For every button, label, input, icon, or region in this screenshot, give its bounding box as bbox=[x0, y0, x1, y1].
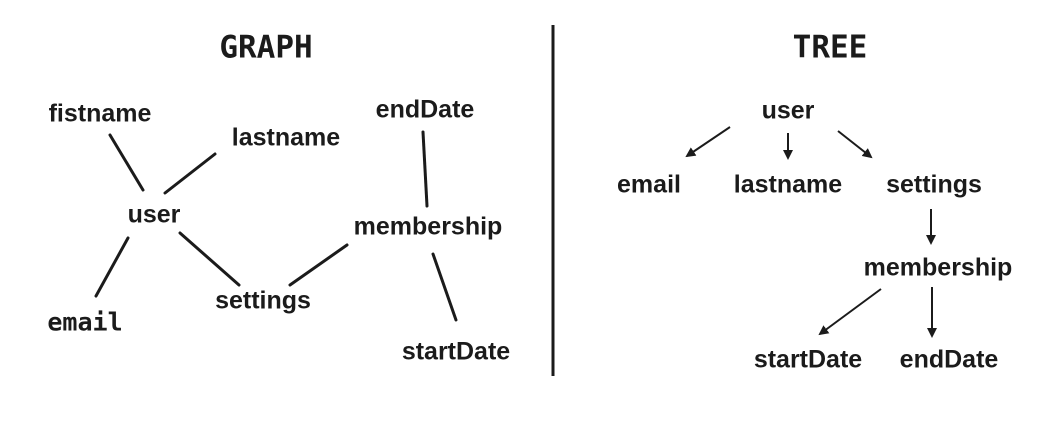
graph-edge-endDate-membership bbox=[421, 130, 429, 208]
graph-edge-user-settings bbox=[178, 231, 241, 287]
tree-node-settings: settings bbox=[886, 170, 982, 199]
tree-edge-membership-startDate bbox=[818, 288, 882, 336]
tree-edge-user-settings bbox=[837, 130, 873, 159]
tree-heading: TREE bbox=[792, 29, 868, 66]
graph-node-startDate: startDate bbox=[401, 337, 511, 366]
tree-edge-user-email bbox=[685, 126, 731, 158]
tree-node-user: user bbox=[761, 96, 815, 125]
tree-node-startDate: startDate bbox=[753, 345, 863, 374]
tree-node-endDate: endDate bbox=[899, 345, 999, 374]
graph-node-user: user bbox=[127, 200, 181, 229]
tree-node-membership: membership bbox=[863, 253, 1013, 282]
graph-edge-lastname-user bbox=[163, 152, 217, 195]
graph-edge-membership-startDate bbox=[431, 252, 458, 322]
tree-node-email: email bbox=[617, 170, 681, 199]
graph-edge-fistname-user bbox=[108, 133, 145, 192]
graph-edge-settings-membership bbox=[288, 243, 349, 287]
graph-edge-user-email bbox=[94, 236, 130, 298]
graph-node-lastname: lastname bbox=[231, 123, 341, 152]
graph-node-membership: membership bbox=[353, 212, 503, 241]
graph-node-email: email bbox=[47, 307, 123, 337]
tree-node-lastname: lastname bbox=[733, 170, 843, 199]
graph-node-fistname: fistname bbox=[48, 99, 152, 128]
graph-heading: GRAPH bbox=[219, 29, 313, 66]
graph-node-endDate: endDate bbox=[375, 95, 475, 124]
graph-node-settings: settings bbox=[215, 286, 311, 315]
